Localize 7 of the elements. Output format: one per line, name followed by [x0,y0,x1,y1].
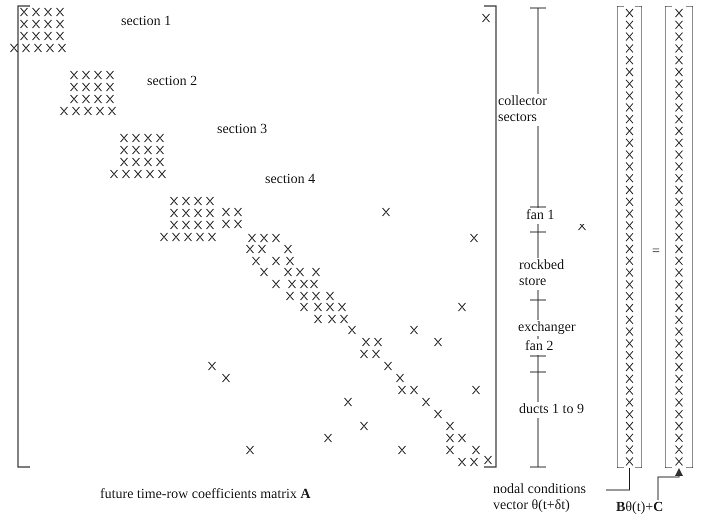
caption: future time-row coefficients matrix A [100,487,310,503]
vector-label: nodal conditions vector θ(t+δt) [493,482,611,514]
leader-line [658,468,683,500]
column-vector-drawing [617,6,642,468]
vector-label: Bθ(t)+C [616,500,696,516]
column-vector-drawing [665,6,693,468]
leader-line [606,468,630,490]
